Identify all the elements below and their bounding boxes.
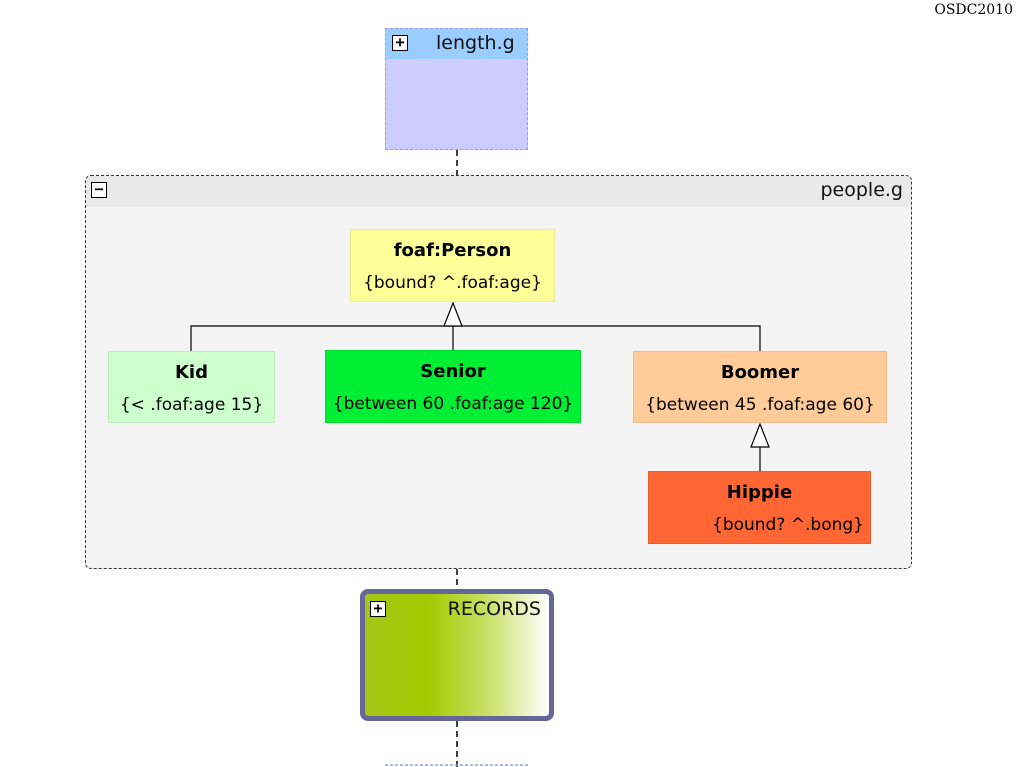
class-senior[interactable]: Senior {between 60 .foaf:age 120} (325, 350, 581, 423)
inheritance-arrow-icon (443, 301, 463, 327)
class-name: Hippie (726, 482, 793, 503)
class-hippie[interactable]: Hippie {bound? ^.bong} (648, 471, 871, 544)
corner-label: OSDC2010 (934, 2, 1013, 18)
class-condition: {bound? ^.foaf:age} (363, 273, 542, 293)
length-group-title: length.g (436, 32, 515, 54)
records-group-box[interactable]: + RECORDS (360, 589, 554, 721)
people-group-header (86, 176, 911, 207)
class-kid[interactable]: Kid {< .foaf:age 15} (108, 351, 275, 423)
class-boomer[interactable]: Boomer {between 45 .foaf:age 60} (633, 351, 887, 423)
people-group-title: people.g (820, 179, 903, 201)
class-name: Boomer (720, 362, 800, 383)
expand-icon[interactable]: + (392, 35, 408, 51)
class-name: foaf:Person (393, 240, 512, 261)
class-foaf-person[interactable]: foaf:Person {bound? ^.foaf:age} (350, 229, 555, 302)
class-name: Senior (420, 361, 486, 382)
inheritance-arrow-icon (750, 422, 770, 448)
class-condition: {< .foaf:age 15} (119, 395, 264, 415)
class-condition: {bound? ^.bong} (712, 515, 864, 535)
class-condition: {between 45 .foaf:age 60} (645, 395, 875, 415)
length-group-box[interactable]: + length.g (385, 28, 528, 150)
edge-person-subclasses (190, 325, 761, 351)
class-name: Kid (174, 362, 208, 383)
expand-icon[interactable]: + (370, 601, 386, 617)
collapse-icon[interactable]: − (91, 182, 107, 198)
length-group-header (386, 29, 527, 59)
records-group-title: RECORDS (447, 598, 541, 620)
class-condition: {between 60 .foaf:age 120} (332, 394, 574, 414)
